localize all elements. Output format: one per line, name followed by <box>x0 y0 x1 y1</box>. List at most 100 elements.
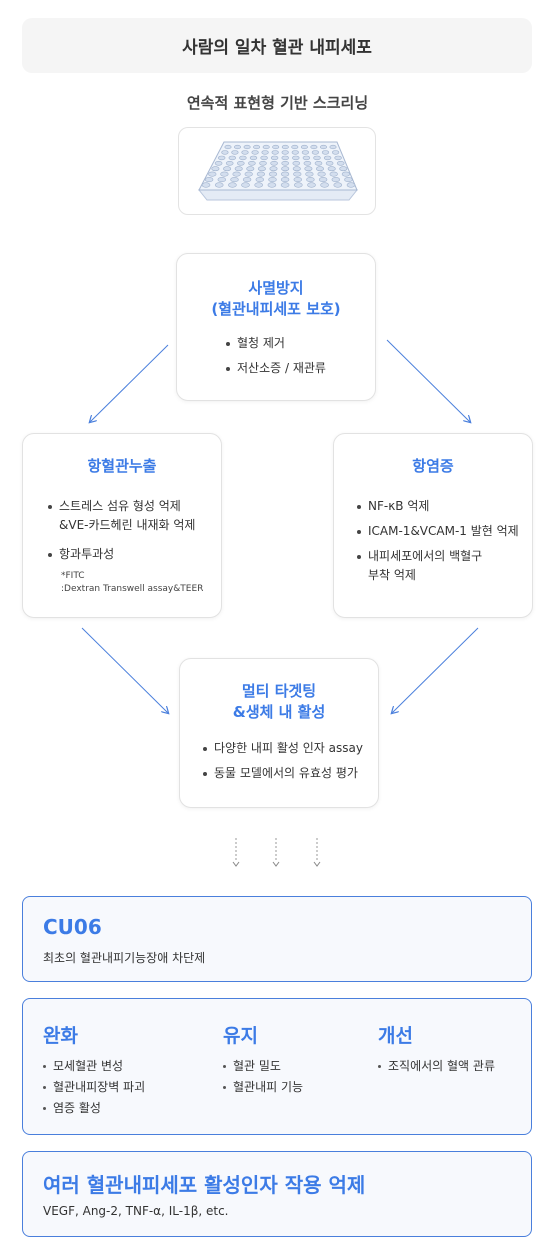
list-item: 다양한 내피 활성 인자 assay <box>202 739 378 758</box>
arrow-right-converge <box>392 627 479 713</box>
plate-well <box>255 177 265 183</box>
anti-inflammation-card: 항염증 NF-κB 억제 ICAM-1&VCAM-1 발현 억제 내피세포에서의… <box>333 433 533 618</box>
plate-well <box>281 144 289 150</box>
plate-well <box>230 177 239 183</box>
assay-note: *FITC :Dextran Transwell assay&TEER <box>61 571 204 594</box>
plate-well <box>270 160 278 166</box>
list-item: 혈청 제거 <box>225 334 375 353</box>
plate-well <box>254 182 263 188</box>
list-item: 내피세포에서의 백혈구 부착 억제 <box>356 547 532 585</box>
effect-list-relief: 모세혈관 변성 혈관내피장벽 파괴 염증 활성 <box>43 1056 145 1119</box>
plate-well <box>305 171 314 177</box>
list-item: 항과투과성 <box>47 545 221 564</box>
plate-well <box>317 171 326 177</box>
plate-well <box>262 144 270 150</box>
plate-well <box>221 150 229 155</box>
plate-well <box>268 171 278 177</box>
plate-well <box>325 160 334 166</box>
plate-well <box>300 144 308 150</box>
plate-well <box>211 166 220 172</box>
plate-well <box>292 166 301 172</box>
anti-inflammation-list: NF-κB 억제 ICAM-1&VCAM-1 발현 억제 내피세포에서의 백혈구… <box>356 497 532 585</box>
plate-well <box>310 144 318 150</box>
plate-well <box>251 150 259 155</box>
plate-well <box>259 160 267 166</box>
plate-well <box>228 182 237 188</box>
effect-list-improve: 조직에서의 혈액 관류 <box>378 1056 495 1077</box>
inhibition-title: 여러 혈관내피세포 활성인자 작용 억제 <box>43 1173 366 1197</box>
plate-well <box>323 155 332 161</box>
plate-well <box>269 166 278 172</box>
plate-well <box>241 182 250 188</box>
plate-well <box>292 160 301 166</box>
plate-well <box>223 166 232 172</box>
plate-well <box>233 144 241 150</box>
plate-well <box>256 171 265 177</box>
list-item: 모세혈관 변성 <box>43 1056 145 1077</box>
plate-well <box>281 155 289 161</box>
plate-well <box>231 150 239 155</box>
plate-well <box>306 177 315 183</box>
plate-well <box>334 155 342 161</box>
plate-well <box>249 155 258 161</box>
plate-well <box>332 150 340 155</box>
plate-well <box>239 155 247 161</box>
plate-well <box>320 144 328 150</box>
page-title: 사람의 일차 혈관 내피세포 <box>182 38 372 58</box>
plate-well <box>333 182 343 188</box>
anti-leakage-title: 항혈관누출 <box>87 457 157 475</box>
screening-label: 연속적 표현형 기반 스크리닝 <box>186 94 369 112</box>
multi-target-card: 멀티 타겟팅 &생체 내 활성 다양한 내피 활성 인자 assay 동물 모델… <box>179 658 379 808</box>
plate-well <box>257 166 266 172</box>
plate-well <box>272 144 280 150</box>
plate-well <box>314 160 323 166</box>
connector-arrows <box>81 339 479 867</box>
plate-well <box>307 182 316 188</box>
plate-well <box>329 171 338 177</box>
plate-well <box>281 160 289 166</box>
plate-well <box>327 166 336 172</box>
plate-well <box>321 150 330 155</box>
plate-well <box>234 166 243 172</box>
multi-target-title: 멀티 타겟팅 &생체 내 활성 <box>232 682 326 721</box>
plate-well <box>291 150 299 155</box>
plate-well <box>268 177 277 183</box>
plate-well <box>320 182 329 188</box>
plate-well <box>293 177 303 183</box>
plate-well <box>280 177 290 183</box>
anti-leakage-card: 항혈관누출 스트레스 섬유 형성 억제 &VE-카드헤린 내재화 억제 항과투과… <box>22 433 222 618</box>
plate-well <box>339 166 348 172</box>
plate-well <box>344 177 353 183</box>
plate-well <box>232 171 241 177</box>
list-item: 조직에서의 혈액 관류 <box>378 1056 495 1077</box>
plate-well <box>241 150 249 155</box>
plate-well <box>302 155 311 161</box>
well-plate-icon <box>197 141 359 201</box>
plate-well <box>204 177 214 183</box>
plate-well <box>313 155 321 161</box>
plate-well <box>220 171 229 177</box>
plate-well <box>260 155 268 161</box>
death-prevention-title: 사멸방지 (혈관내피세포 보호) <box>211 279 341 318</box>
plate-well <box>293 171 302 177</box>
plate-well <box>294 182 303 188</box>
effect-column-maintain: 유지 혈관 밀도 혈관내피 기능 <box>223 1021 303 1098</box>
plate-well <box>311 150 319 155</box>
plate-well <box>331 177 341 183</box>
effect-list-maintain: 혈관 밀도 혈관내피 기능 <box>223 1056 303 1098</box>
effect-column-improve: 개선 조직에서의 혈액 관류 <box>378 1021 495 1077</box>
plate-well <box>246 166 255 172</box>
plate-well <box>217 155 226 161</box>
plate-well <box>225 160 234 166</box>
list-item: 저산소증 / 재관류 <box>225 359 375 378</box>
inhibition-factors: VEGF, Ang-2, TNF-α, IL-1β, etc. <box>43 1204 229 1218</box>
plate-well <box>336 160 345 166</box>
plate-well <box>329 144 337 150</box>
plate-well <box>292 155 300 161</box>
plate-well <box>271 150 279 155</box>
plate-well <box>341 171 350 177</box>
anti-inflammation-title: 항염증 <box>412 457 454 475</box>
list-item: 혈관내피장벽 파괴 <box>43 1077 145 1098</box>
plate-well <box>224 144 232 150</box>
plate-well <box>304 166 313 172</box>
